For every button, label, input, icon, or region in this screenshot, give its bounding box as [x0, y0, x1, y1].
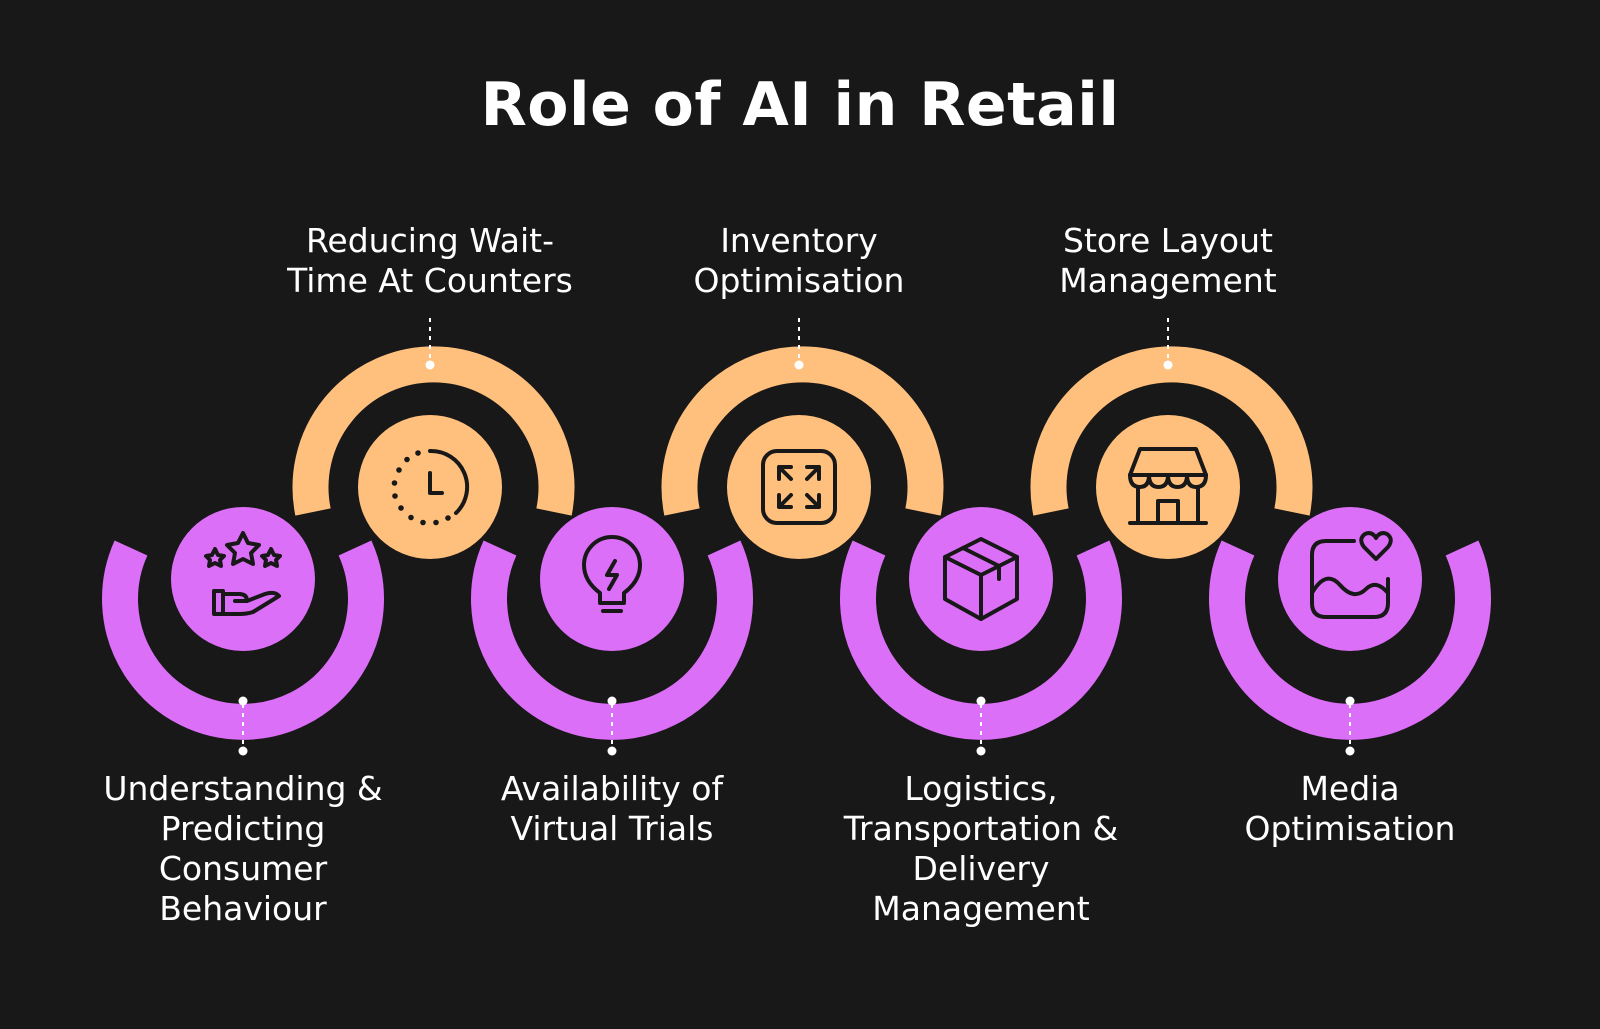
step-6-disc: [1096, 415, 1240, 559]
step-7-disc: [1278, 507, 1422, 651]
step-label-virtual-trials: Availability of Virtual Trials: [500, 769, 724, 848]
step-label-understanding-predicting: Understanding & Predicting Consumer Beha…: [103, 769, 383, 928]
step-3-disc: [540, 507, 684, 651]
package-box-icon: [943, 537, 1019, 621]
step-label-store-layout: Store Layout Management: [1059, 221, 1277, 300]
connector-bottom: [242, 704, 1351, 748]
step-5-arc: [840, 540, 1122, 740]
connector-bottom-dots: [238, 696, 1355, 756]
connector-top: [429, 318, 1169, 362]
step-7-arc: [1209, 540, 1491, 740]
step-3-arc: [471, 540, 753, 740]
connector-top-dots: [425, 360, 1173, 370]
diagram-title: Role of AI in Retail: [480, 70, 1120, 140]
storefront-icon: [1128, 447, 1208, 525]
step-4-disc: [727, 415, 871, 559]
step-label-inventory-optimisation: Inventory Optimisation: [693, 221, 905, 300]
image-heart-icon: [1310, 531, 1393, 619]
expand-arrows-icon: [761, 449, 837, 525]
step-label-reducing-wait-time: Reducing Wait- Time At Counters: [287, 221, 573, 300]
step-1-arc: [102, 540, 384, 740]
step-1-disc: [171, 507, 315, 651]
lightbulb-icon: [582, 535, 642, 613]
clock-icon: [391, 448, 470, 526]
hand-stars-icon: [204, 531, 282, 616]
step-label-media-optimisation: Media Optimisation: [1244, 769, 1456, 848]
step-label-logistics: Logistics, Transportation & Delivery Man…: [843, 769, 1119, 928]
